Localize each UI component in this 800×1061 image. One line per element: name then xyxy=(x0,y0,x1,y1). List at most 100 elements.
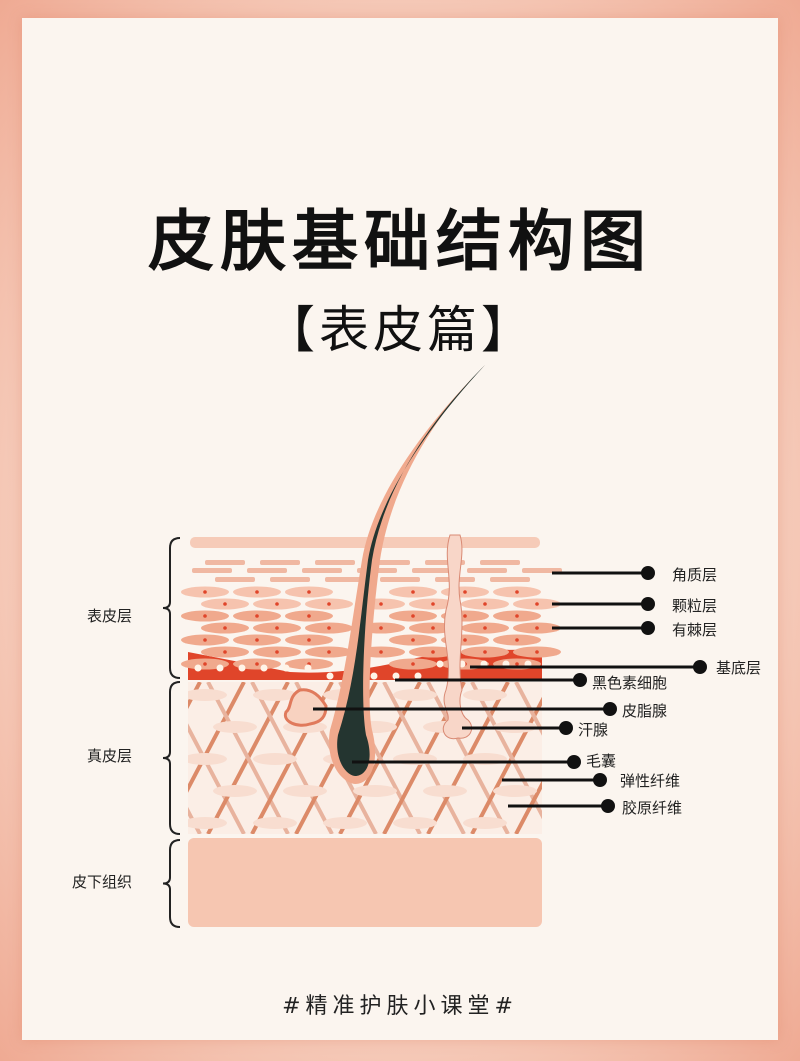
label-hair-follicle: 毛囊 xyxy=(586,752,617,770)
leader-dot xyxy=(567,755,581,769)
leader-dot xyxy=(693,660,707,674)
dermis-cell xyxy=(188,753,227,765)
leader-dot xyxy=(641,597,655,611)
sweat-gland xyxy=(442,534,473,740)
cell-nucleus xyxy=(411,614,415,618)
leader-dot xyxy=(559,721,573,735)
cell-nucleus xyxy=(203,638,207,642)
cell-nucleus xyxy=(431,650,435,654)
leader-lines xyxy=(313,566,707,813)
dermis-cell xyxy=(393,817,437,829)
melanocyte-dot xyxy=(392,672,400,680)
cell-nucleus xyxy=(483,602,487,606)
cell-nucleus xyxy=(203,662,207,666)
dermis-cell xyxy=(423,785,467,797)
leader-dot xyxy=(603,702,617,716)
spinous-cells xyxy=(181,586,561,670)
cell-nucleus xyxy=(411,638,415,642)
page-subtitle: 【表皮篇】 xyxy=(265,301,535,359)
dermis-cell xyxy=(253,817,297,829)
cell-nucleus xyxy=(255,614,259,618)
cell-nucleus xyxy=(275,626,279,630)
cell-nucleus xyxy=(431,602,435,606)
sebaceous-gland xyxy=(283,688,328,727)
cell-nucleus xyxy=(515,662,519,666)
label-elastic-fiber: 弹性纤维 xyxy=(620,772,681,790)
leader-dot xyxy=(641,566,655,580)
melanocyte-dot xyxy=(370,672,378,680)
elastic-fiber xyxy=(206,682,290,834)
cell-nucleus xyxy=(431,626,435,630)
label-stratum-basale: 基底层 xyxy=(716,659,762,677)
granular-cell xyxy=(192,568,232,573)
melanocyte-dot xyxy=(260,664,268,672)
cell-nucleus xyxy=(255,638,259,642)
dermis-cell xyxy=(283,785,327,797)
melanocyte-dot xyxy=(304,664,312,672)
cell-nucleus xyxy=(223,602,227,606)
collagen-fiber xyxy=(514,780,542,834)
granular-cell xyxy=(270,577,310,582)
elastic-fiber xyxy=(470,682,542,820)
brace xyxy=(162,681,181,835)
cell-nucleus xyxy=(463,638,467,642)
label-epidermis: 表皮层 xyxy=(87,607,133,625)
cell-nucleus xyxy=(327,602,331,606)
leader-dot xyxy=(601,799,615,813)
label-stratum-corneum: 角质层 xyxy=(672,566,718,584)
brace xyxy=(162,839,181,928)
cell-nucleus xyxy=(203,590,207,594)
granular-cell xyxy=(370,560,410,565)
granular-cell xyxy=(490,577,530,582)
leader-dot xyxy=(573,673,587,687)
granular-cell xyxy=(302,568,342,573)
melanocyte-dot xyxy=(326,672,334,680)
cell-nucleus xyxy=(275,650,279,654)
granular-cells xyxy=(192,560,562,582)
granular-cell xyxy=(325,577,365,582)
dermis-cell xyxy=(188,689,227,701)
label-dermis: 真皮层 xyxy=(87,747,133,765)
granular-cell xyxy=(380,577,420,582)
label-stratum-granulosum: 颗粒层 xyxy=(672,597,718,615)
cell-nucleus xyxy=(463,590,467,594)
label-collagen-fiber: 胶原纤维 xyxy=(622,799,683,817)
cell-nucleus xyxy=(327,626,331,630)
label-hypodermis: 皮下组织 xyxy=(72,873,133,891)
label-sebaceous-gland: 皮脂腺 xyxy=(622,702,668,720)
leader-dot xyxy=(593,773,607,787)
cell-nucleus xyxy=(223,626,227,630)
cell-nucleus xyxy=(515,638,519,642)
cell-nucleus xyxy=(535,602,539,606)
cell-nucleus xyxy=(411,590,415,594)
granular-cell xyxy=(260,560,300,565)
cell-nucleus xyxy=(379,626,383,630)
cell-nucleus xyxy=(535,626,539,630)
page-title: 皮肤基础结构图 xyxy=(148,203,652,280)
cell-nucleus xyxy=(411,662,415,666)
granular-cell xyxy=(412,568,452,573)
cell-nucleus xyxy=(307,614,311,618)
granular-cell xyxy=(315,560,355,565)
leader-dot xyxy=(641,621,655,635)
melanocyte-dot xyxy=(194,664,202,672)
melanocyte-dot xyxy=(436,660,444,668)
cell-nucleus xyxy=(483,626,487,630)
dermis-cell xyxy=(493,785,537,797)
cell-nucleus xyxy=(463,614,467,618)
hair-follicle xyxy=(329,365,485,784)
cell-nucleus xyxy=(515,614,519,618)
cell-nucleus xyxy=(535,650,539,654)
granular-cell xyxy=(467,568,507,573)
cell-nucleus xyxy=(515,590,519,594)
cell-nucleus xyxy=(379,602,383,606)
cell-nucleus xyxy=(307,590,311,594)
cell-nucleus xyxy=(255,662,259,666)
label-stratum-spinosum: 有棘层 xyxy=(672,621,718,639)
cell-nucleus xyxy=(483,650,487,654)
granular-cell xyxy=(247,568,287,573)
hypodermis-layer xyxy=(188,838,542,927)
hair-shaft xyxy=(337,365,485,776)
dermis-cell xyxy=(213,721,257,733)
cell-nucleus xyxy=(223,650,227,654)
